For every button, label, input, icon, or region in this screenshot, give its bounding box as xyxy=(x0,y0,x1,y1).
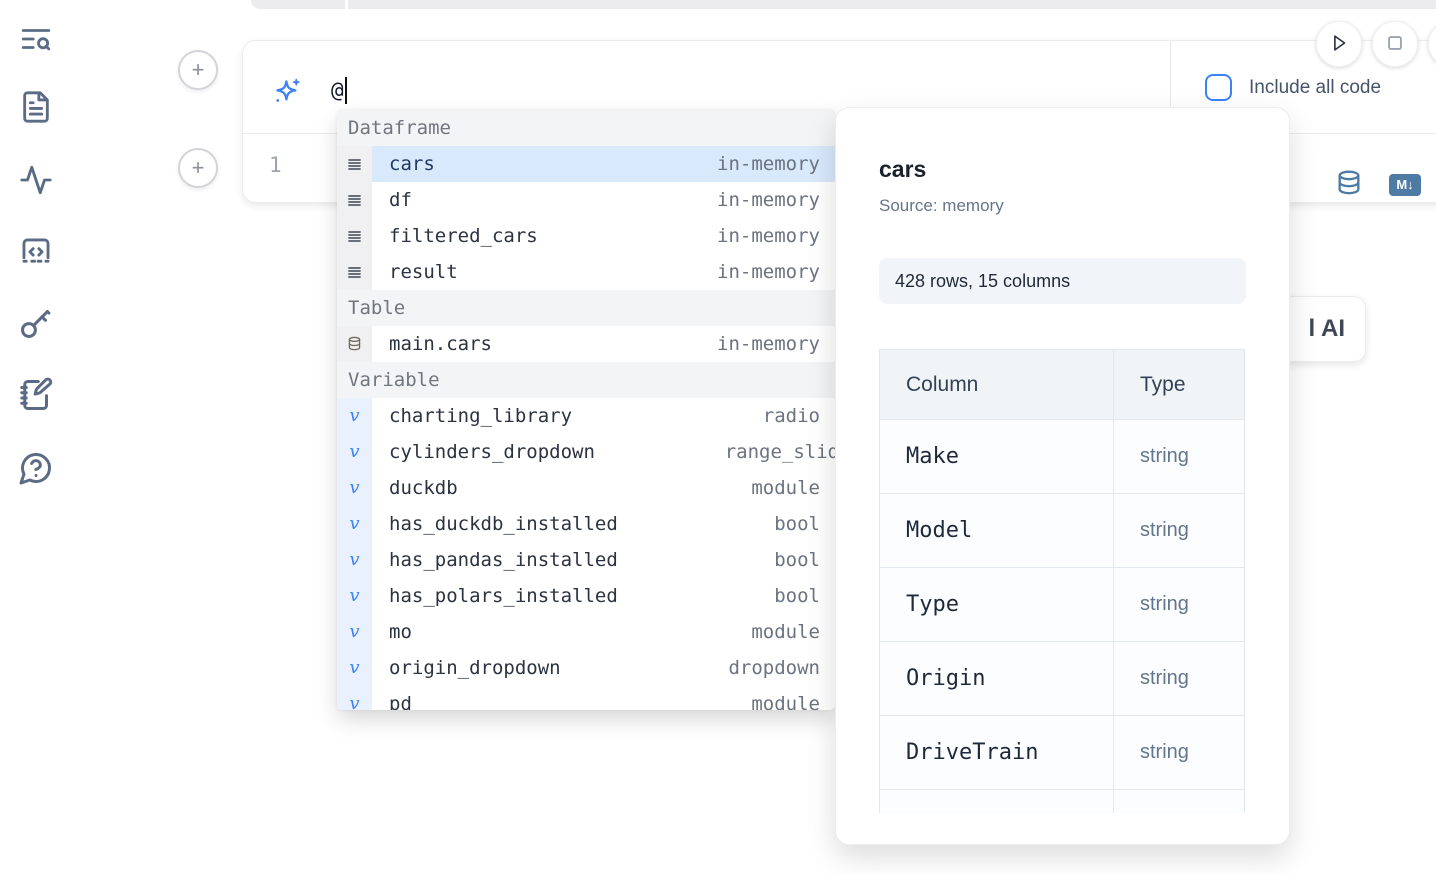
dataframe-preview-panel: cars Source: memory 428 rows, 15 columns… xyxy=(835,107,1290,845)
ai-prompt-value: @ xyxy=(331,78,344,102)
markdown-convert-button[interactable]: M↓ xyxy=(1389,173,1421,196)
code-editor-row[interactable]: 1 M↓ xyxy=(243,135,1436,203)
sidebar-item-files[interactable] xyxy=(16,88,56,128)
table-row: Make string xyxy=(879,419,1245,494)
file-text-icon xyxy=(19,90,53,127)
ai-button-label-fragment: l AI xyxy=(1308,315,1345,342)
schema-col-name: DriveTrain xyxy=(879,715,1114,790)
preview-source: Source: memory xyxy=(879,196,1004,215)
variable-icon: v xyxy=(349,621,360,642)
dataframe-icon xyxy=(347,193,362,208)
autocomplete-section-header: Table xyxy=(337,290,835,326)
table-row: Origin string xyxy=(879,641,1245,716)
prompt-divider xyxy=(1170,41,1171,133)
cell-run-controls xyxy=(1316,21,1436,67)
schema-header-type: Type xyxy=(1113,349,1245,420)
table-row: Type string xyxy=(879,567,1245,642)
notebook-pen-icon xyxy=(18,377,54,416)
preview-title: cars xyxy=(879,156,927,182)
variable-icon: v xyxy=(349,441,360,462)
schema-header-column: Column xyxy=(879,349,1114,420)
include-all-code-checkbox[interactable] xyxy=(1205,74,1232,101)
text-cursor xyxy=(344,76,347,104)
database-button[interactable] xyxy=(1335,168,1363,201)
line-number: 1 xyxy=(269,153,282,177)
variable-icon: v xyxy=(349,693,360,711)
add-cell-button-top[interactable]: + xyxy=(178,50,218,90)
schema-col-type: string xyxy=(1113,567,1245,642)
partial-circle-button[interactable] xyxy=(1428,21,1436,67)
database-icon xyxy=(347,336,362,352)
variable-icon: v xyxy=(349,513,360,534)
previous-cell-divider xyxy=(345,0,348,9)
schema-col-type: string xyxy=(1113,419,1245,494)
table-row: DriveTrain string xyxy=(879,715,1245,790)
run-cell-button[interactable] xyxy=(1316,21,1362,67)
markdown-icon: M↓ xyxy=(1389,173,1421,196)
variable-icon: v xyxy=(349,549,360,570)
sidebar-item-snippets[interactable] xyxy=(16,233,56,273)
schema-col-type: string xyxy=(1113,493,1245,568)
help-chat-icon xyxy=(18,450,54,489)
dataframe-icon xyxy=(347,229,362,244)
sidebar-item-help[interactable] xyxy=(16,449,56,489)
code-snippet-icon xyxy=(19,235,53,272)
schema-col-name: Origin xyxy=(879,641,1114,716)
schema-col-type: string xyxy=(1113,641,1245,716)
variable-icon: v xyxy=(349,657,360,678)
previous-cell-bottom-edge xyxy=(251,0,1436,9)
autocomplete-section-header: Dataframe xyxy=(337,110,835,146)
sidebar-item-secrets[interactable] xyxy=(16,304,56,344)
stop-icon xyxy=(1384,32,1406,57)
schema-col-name: Model xyxy=(879,493,1114,568)
include-all-code-label: Include all code xyxy=(1249,76,1382,98)
schema-col-type: string xyxy=(1113,715,1245,790)
schema-col-name: Type xyxy=(879,567,1114,642)
database-icon xyxy=(1335,168,1363,201)
ai-sparkle-icon xyxy=(272,77,302,112)
table-row-partial xyxy=(879,789,1245,813)
variable-icon: v xyxy=(349,585,360,606)
ai-prompt-input[interactable]: @ xyxy=(331,75,1151,105)
left-sidebar xyxy=(0,0,72,874)
dataframe-icon xyxy=(347,157,362,172)
dataframe-icon xyxy=(347,265,362,280)
variable-icon: v xyxy=(349,477,360,498)
schema-table: Column Type Make string Model string Typ… xyxy=(879,349,1245,813)
add-cell-button-bottom[interactable]: + xyxy=(178,148,218,188)
variable-icon: v xyxy=(349,405,360,426)
table-row: Model string xyxy=(879,493,1245,568)
sidebar-item-tracing[interactable] xyxy=(16,161,56,201)
schema-table-wrapper: Column Type Make string Model string Typ… xyxy=(879,349,1246,813)
text-search-icon xyxy=(19,22,53,59)
sidebar-item-scratchpad[interactable] xyxy=(16,376,56,416)
schema-col-name: Make xyxy=(879,419,1114,494)
stop-cell-button[interactable] xyxy=(1372,21,1418,67)
play-icon xyxy=(1328,32,1350,57)
autocomplete-section-header: Variable xyxy=(337,362,835,398)
key-icon xyxy=(18,305,54,344)
shape-badge: 428 rows, 15 columns xyxy=(879,258,1246,304)
activity-icon xyxy=(19,163,53,200)
sidebar-item-search[interactable] xyxy=(16,20,56,60)
